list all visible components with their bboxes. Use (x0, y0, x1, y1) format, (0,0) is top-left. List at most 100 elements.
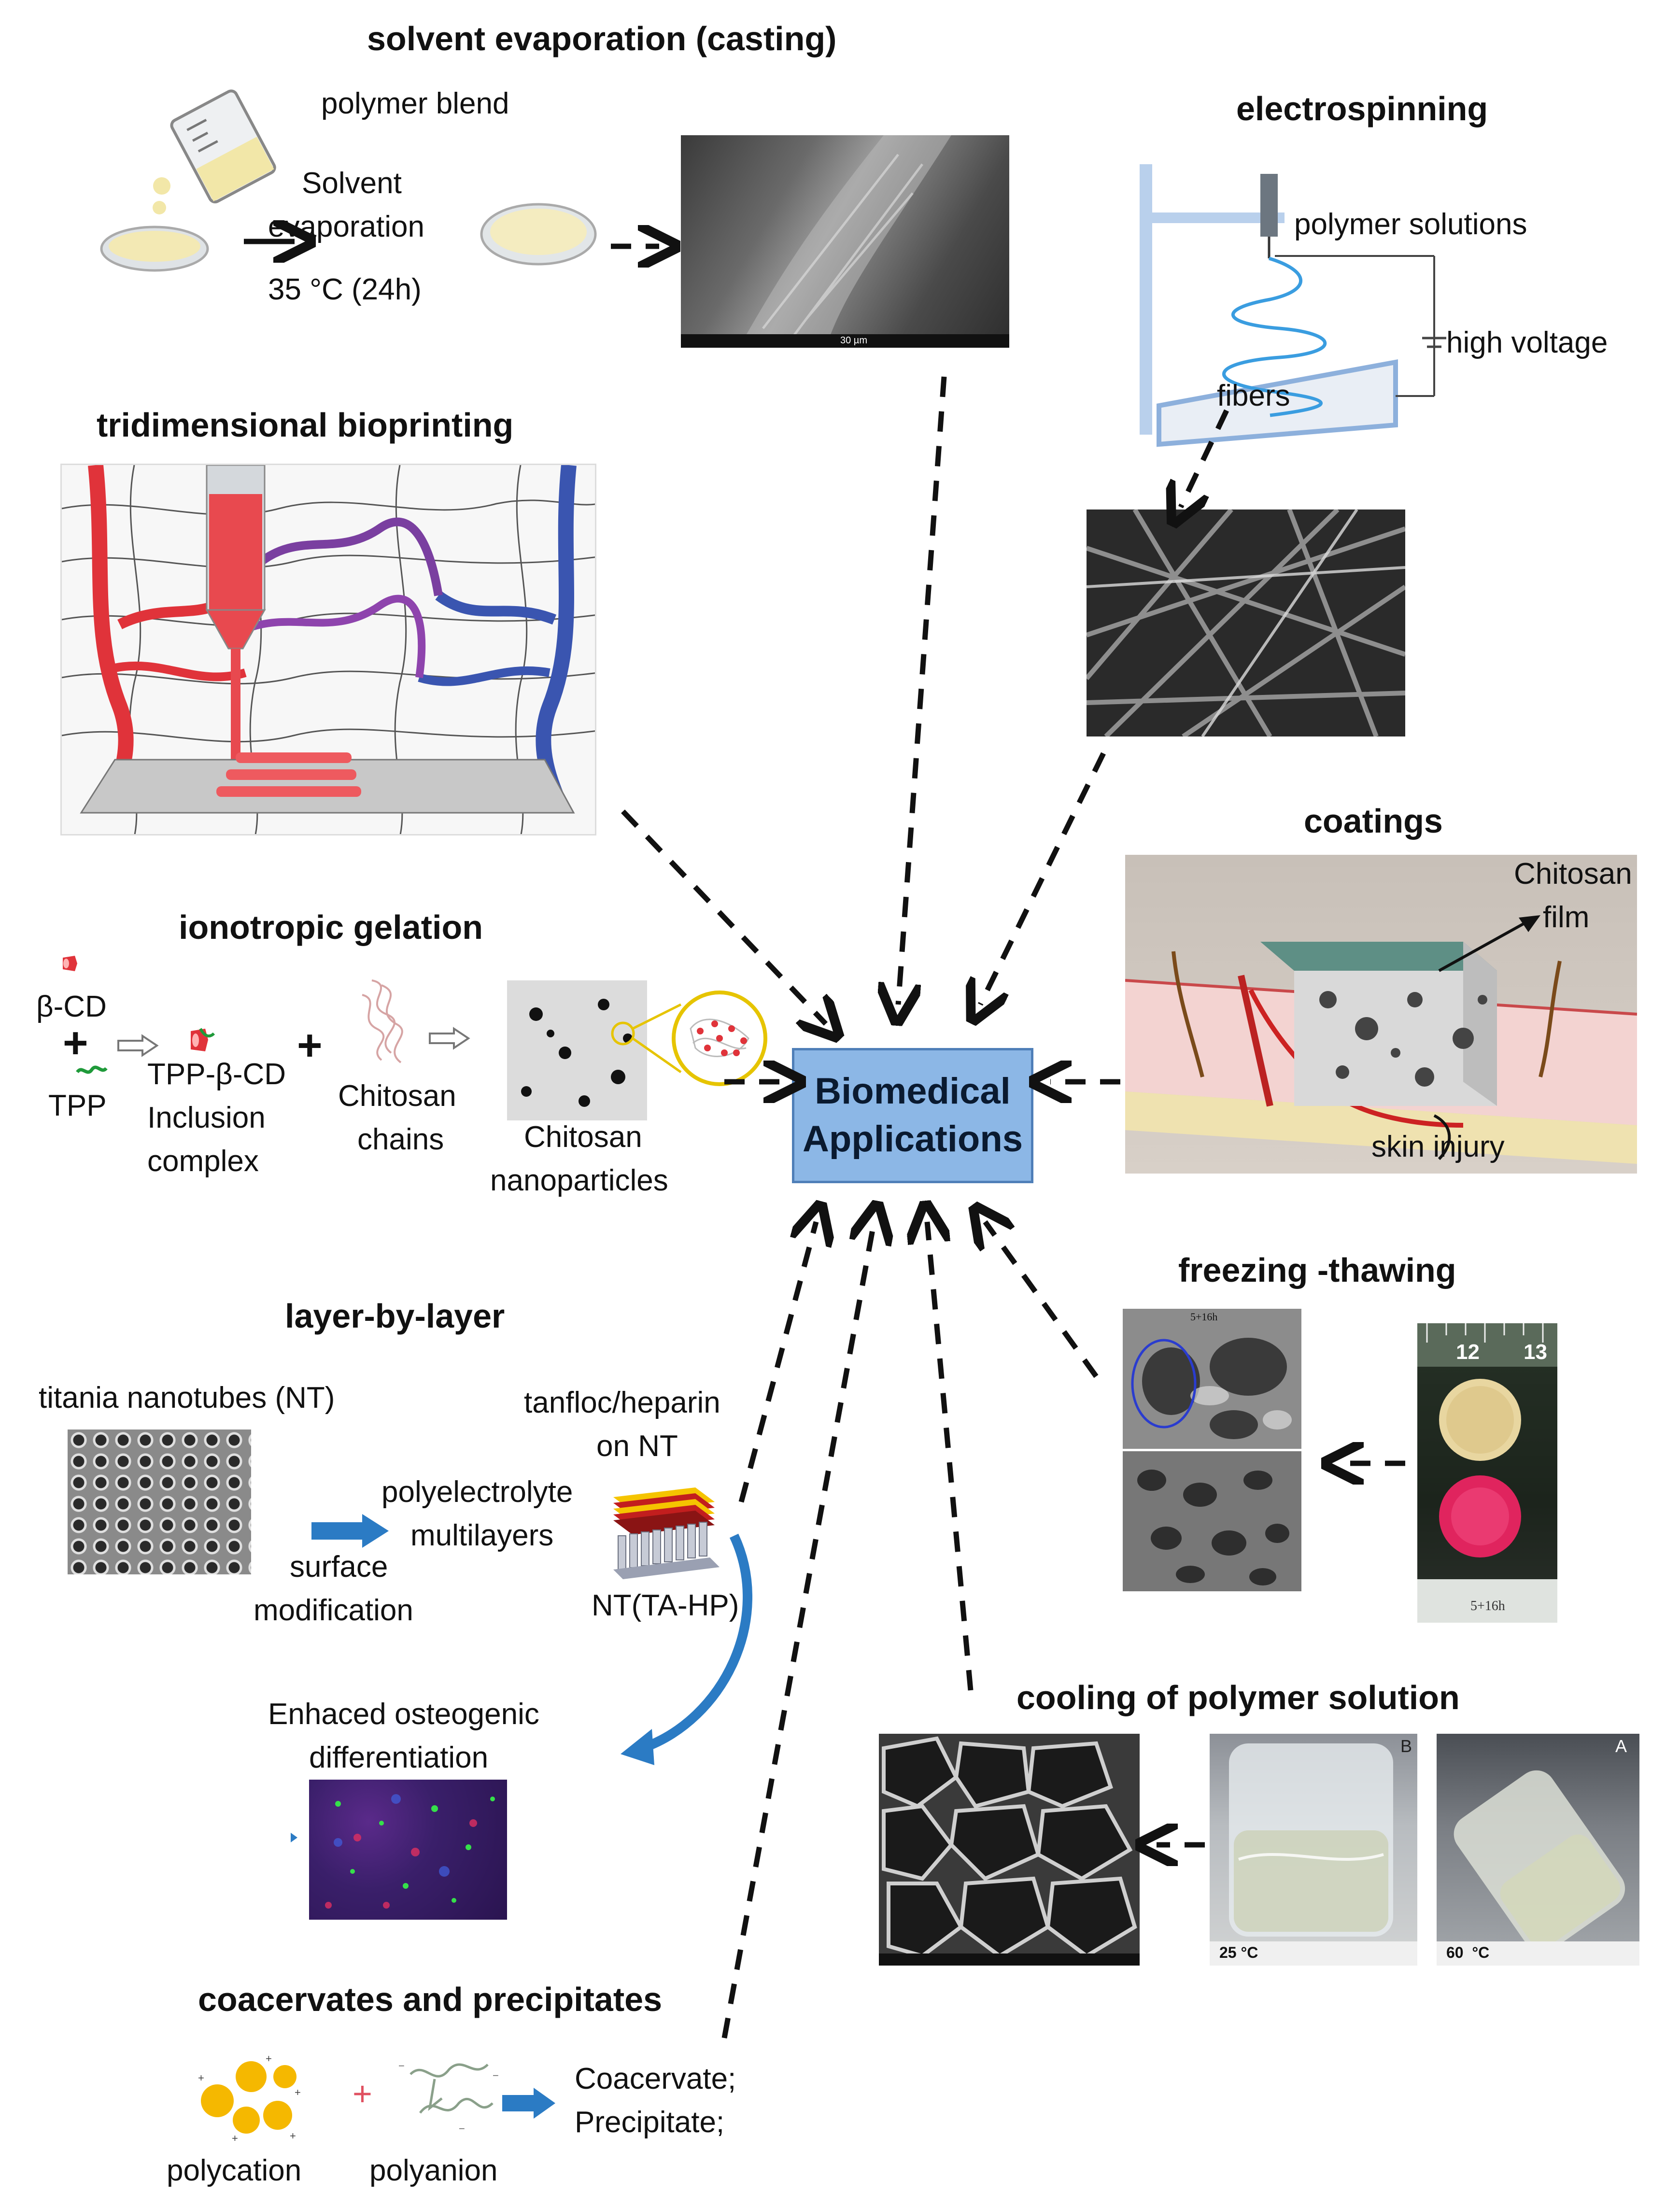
svg-text:+: + (198, 2072, 204, 2084)
electrospinning-title: electrospinning (1236, 90, 1488, 127)
freezing-tag: 5+16h (1190, 1311, 1218, 1323)
polycation-label: polycation (167, 2154, 302, 2187)
precipitate-label: Precipitate; (575, 2106, 725, 2139)
nanoparticles-label-1: Chitosan (524, 1120, 642, 1154)
svg-text:−: − (459, 2123, 465, 2135)
complex-label-1: TPP-β-CD (147, 1058, 286, 1091)
pem-label-1: polyelectrolyte (381, 1475, 573, 1509)
arrow-lbl-to-hub (738, 1222, 816, 1503)
nanotubes-sem-image (68, 1430, 251, 1574)
polyanion-label: polyanion (369, 2154, 498, 2187)
blue-arrow-surface (311, 1514, 389, 1548)
svg-text:+: + (266, 2052, 272, 2065)
coatings-illustration (1125, 855, 1637, 1174)
beta-cd-icon (63, 956, 77, 971)
dried-dish (480, 203, 597, 266)
fibers-label: fibers (1217, 379, 1290, 412)
svg-text:−: − (398, 2060, 405, 2072)
arrow-electrospinning-to-sem (1181, 409, 1229, 507)
chitosan-chains-icon (362, 979, 403, 1063)
osteogenic-fluorescence-image (309, 1780, 507, 1920)
ruler-13: 13 (1524, 1340, 1547, 1364)
curved-blue-arrow (640, 1533, 753, 1753)
freezing-hydrogel-photo: 12 13 5+16h (1417, 1323, 1557, 1623)
polycation-icon: + + + + + (198, 2052, 301, 2144)
surface-label-1: surface (290, 1550, 388, 1584)
plus-sign-1: + (63, 1019, 88, 1067)
tanfloc-label-1: tanfloc/heparin (524, 1386, 720, 1419)
coatings-title: coatings (1304, 802, 1443, 840)
arrow-freezing-to-hub (985, 1222, 1099, 1378)
cooling-photo-a: A 60 °C (1437, 1734, 1639, 1966)
casting-condition: 35 °C (24h) (268, 273, 422, 306)
cooling-label-a: A (1615, 1736, 1627, 1756)
arrow-electrospun-to-hub (980, 752, 1106, 1005)
high-voltage-label: high voltage (1446, 326, 1608, 359)
casting-title: solvent evaporation (casting) (367, 20, 837, 57)
casting-scale-label: 30 µm (840, 335, 867, 346)
casting-sem-image: 30 µm (681, 135, 1009, 348)
tpp-label: TPP (48, 1089, 107, 1122)
freezing-sem-image-bottom (1123, 1451, 1301, 1591)
nanoparticle-zoom (611, 991, 767, 1086)
osteo-label-2: differentiation (309, 1741, 489, 1774)
complex-label-2: Inclusion (147, 1101, 266, 1134)
hollow-arrow-1 (117, 1034, 159, 1057)
arrow-casting-to-hub (898, 376, 947, 1005)
cooling-sem-image (879, 1734, 1140, 1966)
nanoparticle-tem-image (507, 980, 647, 1120)
cooling-temp-a: 60 °C (1446, 1944, 1490, 1961)
chitosan-chains-label-2: chains (357, 1123, 444, 1156)
cooling-temp-b: 25 °C (1219, 1944, 1258, 1961)
coacervate-blue-arrow (502, 2088, 555, 2119)
osteo-marker-triangle (291, 1833, 297, 1842)
ruler-12: 12 (1456, 1340, 1480, 1364)
polymer-blend-label: polymer blend (321, 87, 509, 120)
chitosan-chains-label-1: Chitosan (338, 1079, 456, 1113)
chitosan-film-label-1: Chitosan (1514, 857, 1632, 891)
cooling-label-b: B (1400, 1736, 1412, 1756)
osteo-label-1: Enhaced osteogenic (268, 1698, 539, 1731)
nanoparticles-label-2: nanoparticles (490, 1164, 668, 1197)
hollow-arrow-2 (429, 1027, 470, 1050)
svg-text:+: + (232, 2132, 238, 2144)
pem-label-2: multilayers (410, 1519, 554, 1552)
electrospun-fiber-image (1087, 510, 1405, 736)
coacervates-title: coacervates and precipitates (198, 1981, 663, 2018)
arrow-bioprinting-to-hub (621, 809, 826, 1024)
freezing-sem-image-top: 5+16h (1123, 1309, 1301, 1449)
nt-ta-hp-label: NT(TA-HP) (592, 1589, 739, 1622)
beta-cd-label: β-CD (36, 990, 107, 1023)
coacervate-label: Coacervate; (575, 2062, 736, 2095)
nanotubes-label: titania nanotubes (NT) (39, 1381, 335, 1415)
svg-text:+: + (295, 2086, 301, 2098)
polyanion-icon: − − − (398, 2060, 499, 2135)
photo-tag: 5+16h (1470, 1599, 1505, 1614)
surface-label-2: modification (254, 1594, 413, 1627)
nt-layer-stack (613, 1487, 720, 1579)
biomedical-applications-box: Biomedical Applications (792, 1048, 1033, 1183)
svg-text:+: + (290, 2130, 296, 2142)
polymer-solutions-label: polymer solutions (1294, 208, 1527, 241)
hub-line-2: Applications (802, 1118, 1023, 1160)
beaker-illustration (100, 89, 276, 272)
skin-injury-label: skin injury (1371, 1130, 1505, 1163)
freezing-title: freezing -thawing (1178, 1251, 1456, 1289)
plus-sign-2: + (297, 1021, 323, 1070)
inclusion-complex-icon (191, 1028, 215, 1051)
tanfloc-label-2: on NT (596, 1430, 678, 1463)
svg-text:−: − (493, 2069, 499, 2081)
cooling-photo-b: B 25 °C (1210, 1734, 1417, 1966)
complex-label-3: complex (147, 1145, 259, 1178)
cooling-title: cooling of polymer solution (1016, 1679, 1460, 1716)
chitosan-film-label-2: film (1543, 901, 1590, 934)
coacervate-plus: + (353, 2075, 372, 2112)
ionotropic-title: ionotropic gelation (179, 908, 483, 946)
curved-blue-arrowhead (621, 1729, 654, 1765)
lbl-title: layer-by-layer (285, 1297, 505, 1335)
bioprinting-title: tridimensional bioprinting (97, 406, 514, 444)
arrow-cooling-to-hub (927, 1222, 974, 1691)
tpp-icon (76, 1065, 108, 1074)
hub-line-1: Biomedical (815, 1071, 1011, 1112)
